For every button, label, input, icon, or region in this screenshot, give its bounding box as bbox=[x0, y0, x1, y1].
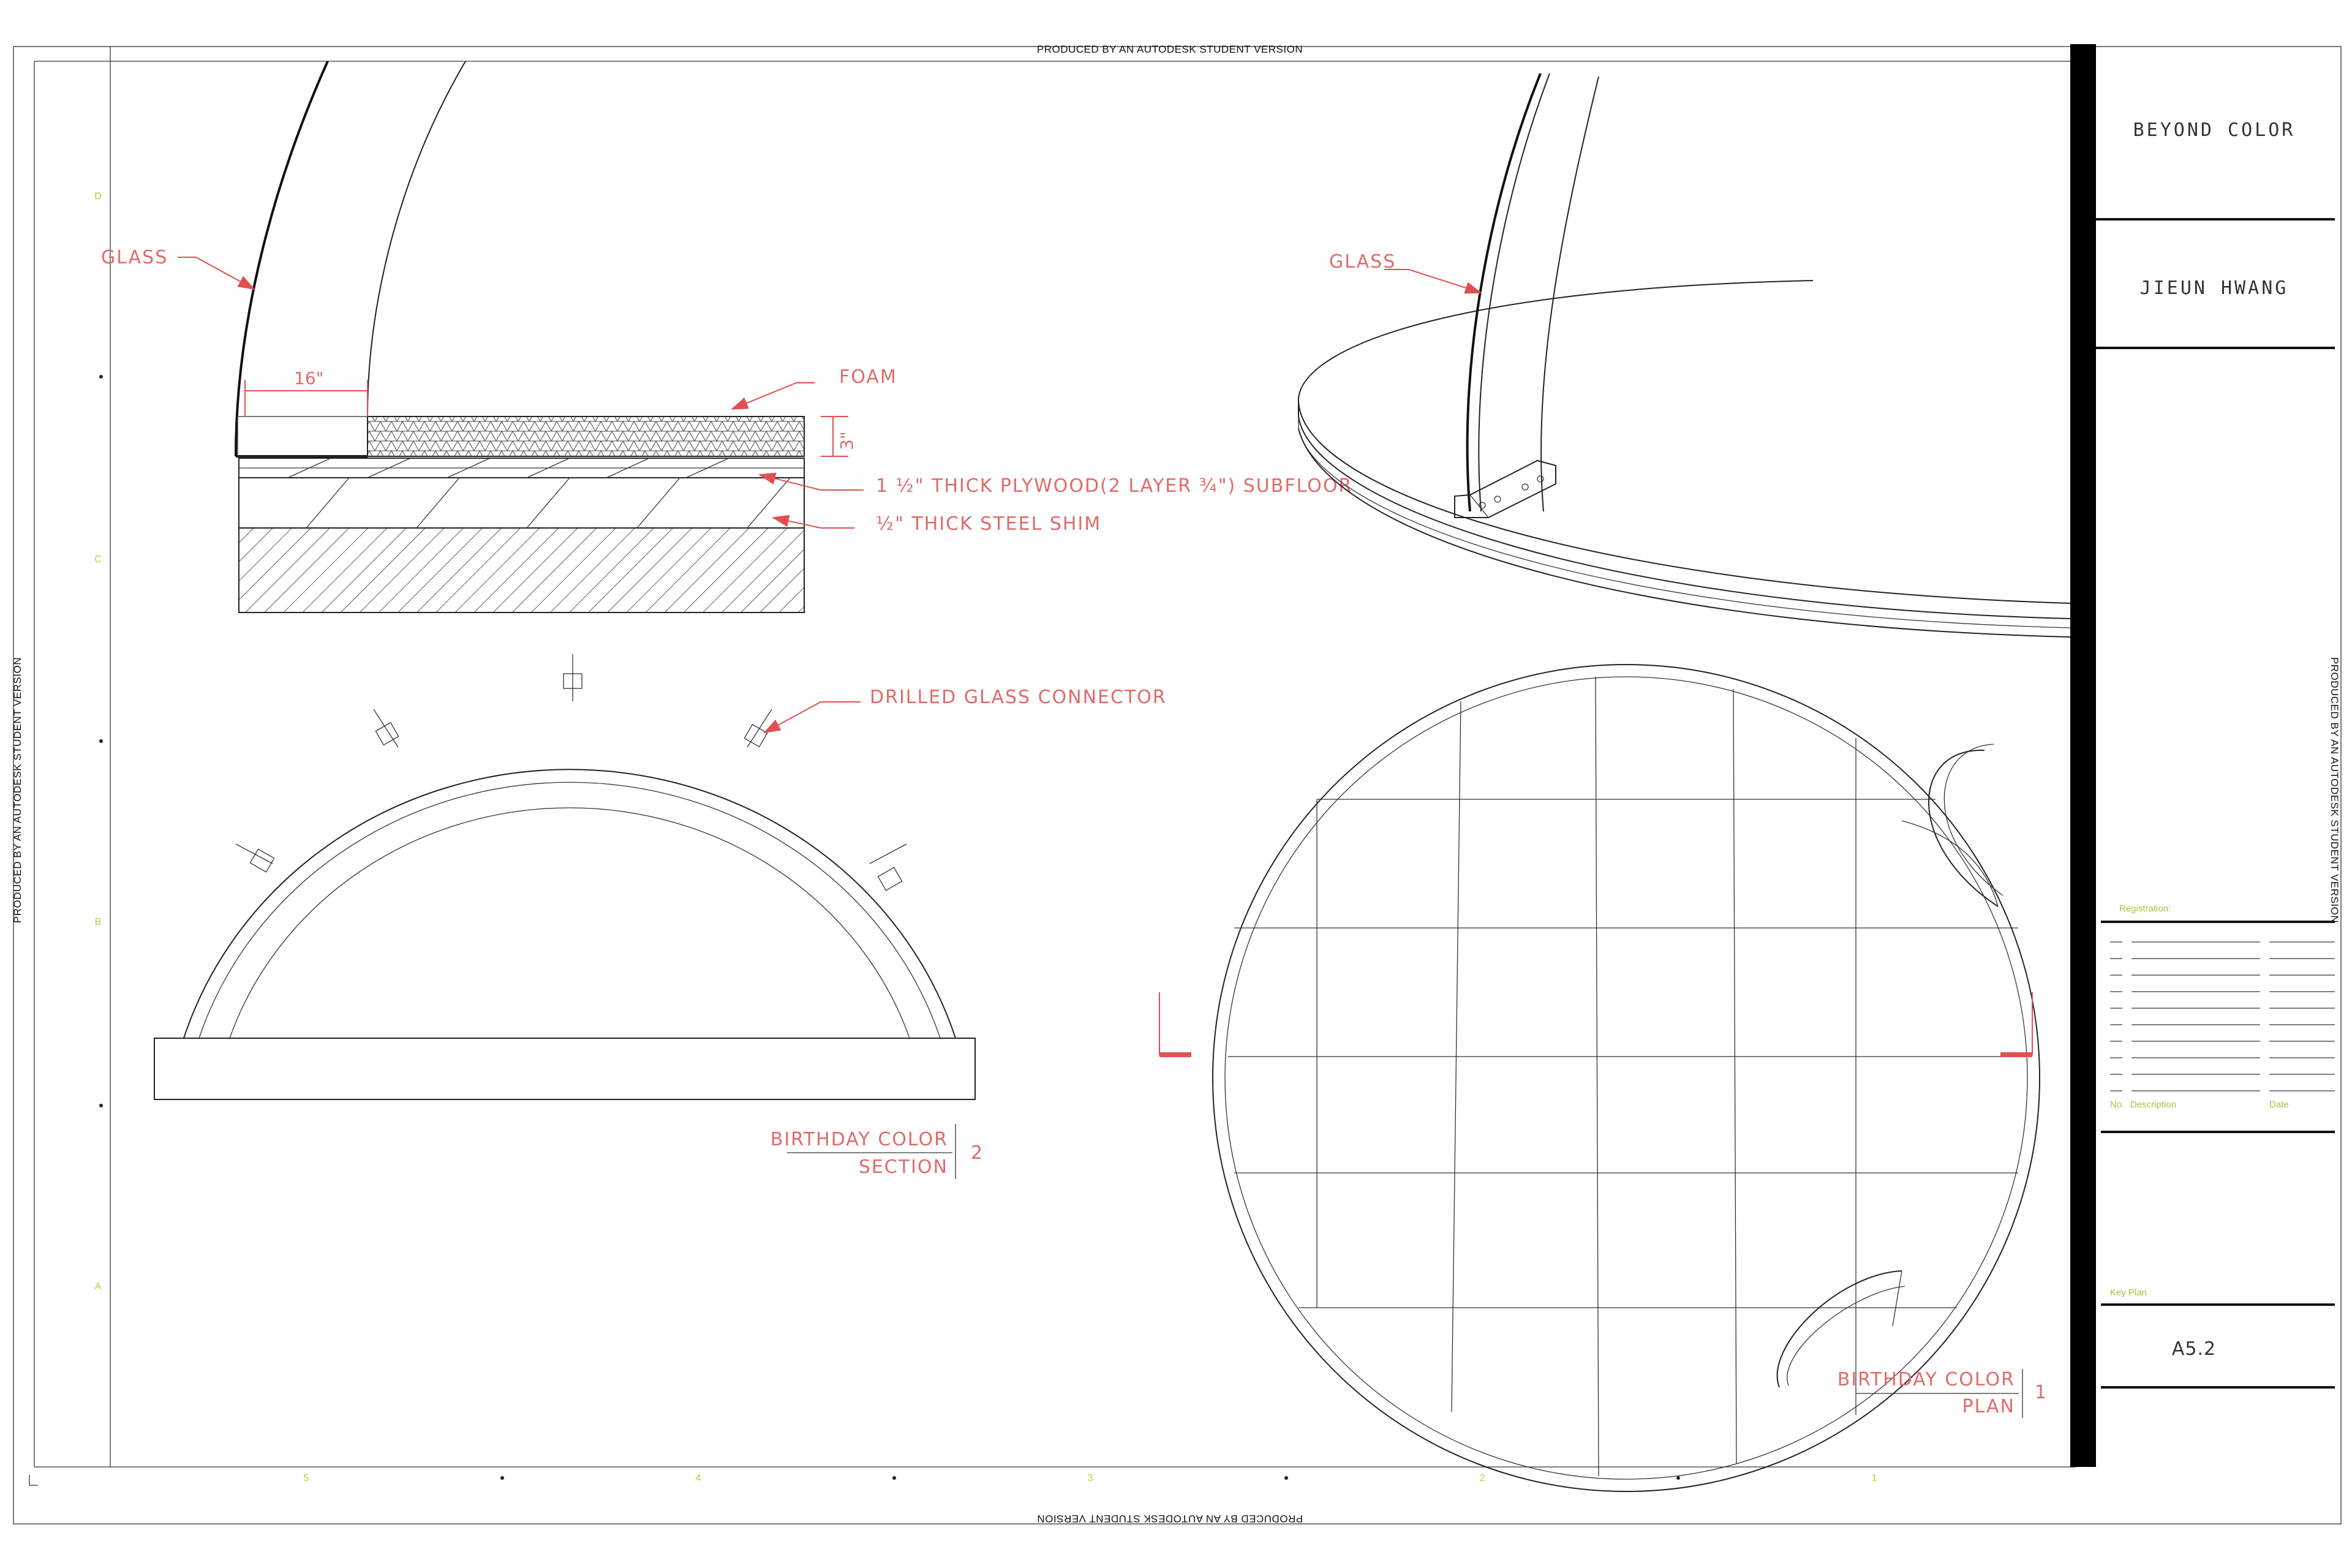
plywood-layers bbox=[238, 458, 805, 529]
grid-label-2: 2 bbox=[1480, 1473, 1485, 1483]
revision-description-label: Description bbox=[2130, 1099, 2176, 1110]
key-plan-label: Key Plan bbox=[2110, 1287, 2147, 1298]
steel-shim-label: ½" THICK STEEL SHIM bbox=[876, 513, 1101, 535]
registration-label: Registration: bbox=[2119, 903, 2171, 914]
project-title: BEYOND COLOR bbox=[2133, 119, 2296, 141]
section-view-drawing bbox=[154, 654, 976, 1179]
plywood-label: 1 ½" THICK PLYWOOD(2 LAYER ¾") SUBFLOOR bbox=[876, 475, 1352, 497]
grid-label-3: 3 bbox=[1088, 1473, 1093, 1483]
grid-row-labels: D C B A bbox=[94, 191, 103, 1292]
grid-label-5: 5 bbox=[304, 1473, 309, 1483]
designer-name: JIEUN HWANG bbox=[2140, 277, 2289, 299]
perspective-drawing bbox=[1297, 73, 2071, 638]
concrete-base bbox=[238, 527, 805, 613]
dimension-3: 3" bbox=[837, 431, 857, 450]
floor-grid bbox=[1228, 676, 2027, 1477]
grid-label-d: D bbox=[94, 191, 102, 202]
foam-layer bbox=[367, 416, 805, 457]
glass-label-detail: GLASS bbox=[101, 247, 168, 268]
glass-label-perspective: GLASS bbox=[1329, 251, 1396, 273]
watermark-top: PRODUCED BY AN AUTODESK STUDENT VERSION bbox=[1037, 43, 1303, 55]
grid-label-a: A bbox=[95, 1281, 102, 1292]
title-block bbox=[2070, 44, 2335, 1467]
watermark-right: PRODUCED BY AN AUTODESK STUDENT VERSION bbox=[2329, 657, 2340, 923]
drilled-glass-connector-label: DRILLED GLASS CONNECTOR bbox=[870, 687, 1167, 708]
section-title-line1: BIRTHDAY COLOR bbox=[771, 1129, 948, 1150]
grid-label-1: 1 bbox=[1872, 1473, 1877, 1483]
grid-label-b: B bbox=[95, 917, 102, 927]
sheet-number: A5.2 bbox=[2172, 1338, 2216, 1360]
plan-title-line2: PLAN bbox=[1962, 1396, 2015, 1417]
revision-date-label: Date bbox=[2269, 1099, 2289, 1110]
revision-no-label: No. bbox=[2110, 1099, 2124, 1110]
dimension-16: 16" bbox=[294, 368, 324, 388]
detail-section-drawing bbox=[178, 61, 864, 613]
grid-column-labels: 5 4 3 2 1 bbox=[304, 1473, 1877, 1483]
foam-label: FOAM bbox=[839, 366, 897, 388]
plan-view-drawing bbox=[1159, 664, 2040, 1492]
section-number: 2 bbox=[971, 1142, 984, 1164]
section-title-line2: SECTION bbox=[859, 1156, 948, 1178]
grid-label-c: C bbox=[94, 554, 102, 565]
grid-label-4: 4 bbox=[696, 1473, 701, 1483]
plan-number: 1 bbox=[2035, 1382, 2048, 1403]
plan-title-line1: BIRTHDAY COLOR bbox=[1838, 1369, 2015, 1390]
sheet-border bbox=[13, 46, 2342, 1525]
watermark-left: PRODUCED BY AN AUTODESK STUDENT VERSION bbox=[12, 657, 23, 923]
watermark-bottom: PRODUCED BY AN AUTODESK STUDENT VERSION bbox=[1037, 1513, 1303, 1525]
